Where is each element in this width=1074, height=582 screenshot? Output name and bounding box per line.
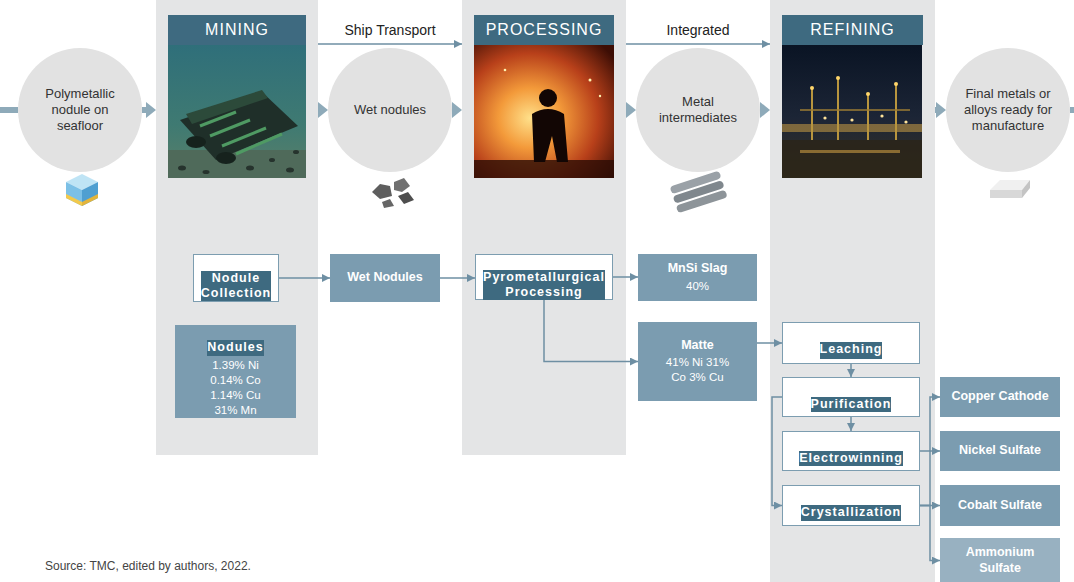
- box-title: Nickel Sulfate: [959, 443, 1041, 459]
- flow-arrow: [452, 107, 454, 113]
- box-title: Metal intermediates: [652, 94, 744, 127]
- box-title: Polymetallic nodule on seafloor: [34, 86, 126, 135]
- box-title: Leaching: [820, 342, 883, 359]
- box-detail: 41% Ni 31% Co 3% Cu: [665, 355, 731, 385]
- column-fill: [462, 0, 626, 455]
- box-title: MnSi Slag: [668, 261, 728, 277]
- connector-arrow: [920, 506, 940, 561]
- box-title: Nodule Collection: [201, 271, 271, 301]
- stage-circle: Final metals or alloys ready for manufac…: [946, 48, 1070, 172]
- grade-box: Nodules 1.39% Ni 0.14% Co 1.14% Cu 31% Mn: [175, 325, 296, 418]
- mining-photo: [168, 45, 306, 178]
- edge-label: Ship Transport: [344, 22, 435, 38]
- process-box: Crystallization: [782, 485, 920, 526]
- nodules-icon: [372, 178, 414, 208]
- box-title: Electrowinning: [799, 451, 903, 467]
- stage-circle: Wet nodules: [328, 48, 452, 172]
- process-box: Pyrometallurgical Processing: [475, 254, 613, 300]
- connector-arrow: [850, 417, 852, 431]
- stage-column: PROCESSING Pyrometallurgical Processing: [462, 0, 626, 455]
- note-box: Source: TMC, edited by authors, 2022.: [45, 559, 251, 573]
- box-title: Final metals or alloys ready for manufac…: [962, 86, 1054, 135]
- box-detail: 1.39% Ni 0.14% Co 1.14% Cu 31% Mn: [203, 358, 269, 418]
- product-box: Ammonium Sulfate: [940, 538, 1060, 582]
- furnace-photo: [474, 45, 614, 178]
- box-title: Crystallization: [801, 505, 901, 521]
- connector-arrow: [440, 277, 475, 279]
- connector-arrow: [279, 277, 330, 279]
- product-box: Cobalt Sulfate: [940, 485, 1060, 526]
- column-fill: [156, 0, 318, 455]
- box-detail: 40%: [686, 279, 709, 294]
- column-header: PROCESSING: [474, 15, 614, 45]
- stage-column: REFINING LeachingPurificationElectrowinni…: [770, 0, 935, 582]
- process-box: Electrowinning: [782, 431, 920, 471]
- box-title: Nodules: [207, 340, 263, 356]
- flow-arrow: [318, 107, 320, 113]
- box-title: Wet nodules: [354, 102, 426, 118]
- column-fills: [156, 0, 935, 582]
- connector-arrow: [850, 364, 852, 377]
- column-header: REFINING: [782, 15, 923, 45]
- flow-arrow: [760, 107, 762, 113]
- edge-label: Integrated: [666, 22, 729, 38]
- connector-arrow: [626, 43, 770, 45]
- box-title: Matte: [681, 338, 714, 354]
- process-box: Nodule Collection: [193, 254, 279, 302]
- box-title: Copper Cathode: [951, 389, 1048, 405]
- stage-circle: Polymetallic nodule on seafloor: [18, 48, 142, 172]
- column-fill: [770, 0, 935, 582]
- process-box: Leaching: [782, 322, 920, 364]
- product-box: Nickel Sulfate: [940, 431, 1060, 471]
- connector-arrow: [544, 300, 638, 362]
- column-header: MINING: [168, 15, 306, 45]
- flow-arrow: [935, 107, 938, 113]
- refinery-photo: [782, 45, 922, 178]
- edge-label-box: Integrated: [666, 22, 729, 38]
- flow-arrow: [142, 107, 148, 113]
- connector-arrow: [318, 43, 462, 45]
- connector-arrow: [920, 451, 940, 506]
- connector-arrow: [613, 276, 638, 278]
- connector-arrow: [757, 342, 782, 344]
- stage-circle: Metal intermediates: [636, 48, 760, 172]
- connector-arrow: [772, 397, 782, 506]
- process-box: Purification: [782, 377, 920, 417]
- source-note: Source: TMC, edited by authors, 2022.: [45, 559, 251, 573]
- material-box: Wet Nodules: [330, 254, 440, 302]
- seafloor-cube-icon: [66, 174, 98, 206]
- flow-arrow: [626, 107, 628, 113]
- connector-arrow: [920, 397, 940, 451]
- box-title: Ammonium Sulfate: [946, 545, 1054, 576]
- stage-column: MINING Nodule CollectionNodules 1.39% Ni 0…: [156, 0, 318, 455]
- box-title: Wet Nodules: [347, 270, 422, 286]
- box-title: Purification: [811, 397, 892, 413]
- box-title: Pyrometallurgical Processing: [483, 270, 605, 300]
- output-box: MnSi Slag 40%: [638, 254, 757, 301]
- grade-box: Matte41% Ni 31% Co 3% Cu: [638, 322, 757, 401]
- edge-label-box: Ship Transport: [344, 22, 435, 38]
- box-title: Cobalt Sulfate: [958, 498, 1042, 514]
- metal-bars-icon: [670, 171, 728, 214]
- ingot-icon: [990, 180, 1030, 198]
- product-box: Copper Cathode: [940, 377, 1060, 417]
